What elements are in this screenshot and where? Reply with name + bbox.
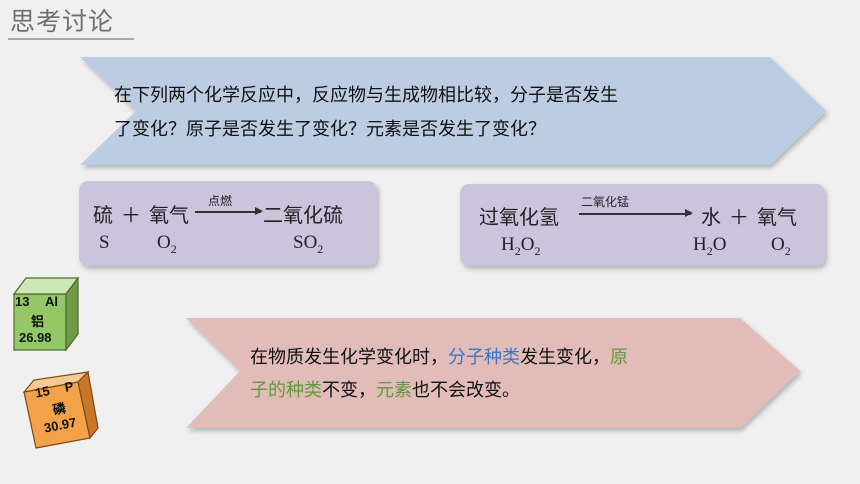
p-atomic-number: 15 bbox=[33, 383, 51, 401]
reaction2-plus: ＋ bbox=[729, 205, 749, 229]
answer-text: 在物质发生化学变化时，分子种类发生变化，原 子的种类不变，元素也不会改变。 bbox=[250, 341, 750, 407]
answer-banner bbox=[186, 318, 800, 428]
highlight-element: 元素 bbox=[376, 380, 412, 401]
reaction1-arrow bbox=[195, 208, 263, 214]
reaction2-arrow bbox=[579, 210, 693, 216]
reaction1-formula-s: S bbox=[99, 232, 110, 253]
reaction2-product1: 水 bbox=[701, 205, 721, 229]
reaction2-formula-o2: O2 bbox=[771, 234, 791, 258]
p-atomic-mass: 30.97 bbox=[42, 414, 78, 436]
element-card-al-text: 13 Al 铝 26.98 bbox=[14, 294, 66, 350]
reaction1-reactant2: 氧气 bbox=[149, 203, 189, 227]
reaction2-condition: 二氧化锰 bbox=[581, 195, 630, 209]
answer-line-1: 在物质发生化学变化时，分子种类发生变化，原 bbox=[250, 347, 628, 368]
reaction1-formula-so2: SO2 bbox=[293, 232, 324, 256]
al-name: 铝 bbox=[31, 314, 45, 329]
element-card-p-text: 15 P 磷 30.97 bbox=[28, 376, 94, 442]
al-atomic-number: 13 bbox=[15, 294, 30, 309]
p-symbol: P bbox=[63, 378, 75, 395]
al-symbol: Al bbox=[45, 294, 58, 309]
reaction1-reactant1: 硫 bbox=[93, 203, 113, 227]
question-line-2: 了变化？原子是否发生了变化？元素是否发生了变化？ bbox=[114, 119, 546, 140]
highlight-atom-type-part1: 原 bbox=[610, 347, 628, 368]
reaction2-product2: 氧气 bbox=[757, 205, 797, 229]
element-card-al bbox=[12, 276, 80, 352]
element-card-p bbox=[22, 370, 99, 449]
question-text: 在下列两个化学反应中，反应物与生成物相比较，分子是否发生 了变化？原子是否发生了… bbox=[114, 79, 774, 147]
reaction1-plus: ＋ bbox=[121, 203, 141, 227]
reaction2-formula-h2o: H2O bbox=[693, 234, 727, 258]
question-line-1: 在下列两个化学反应中，反应物与生成物相比较，分子是否发生 bbox=[114, 85, 618, 106]
reaction1-condition: 点燃 bbox=[208, 194, 233, 208]
answer-line-2: 子的种类不变，元素也不会改变。 bbox=[250, 380, 520, 401]
reaction2-equation: 过氧化氢 二氧化锰 水 ＋ 氧气 H2O2 H2O O2 bbox=[479, 195, 819, 263]
reaction1-formula-o2: O2 bbox=[157, 232, 177, 256]
page-title: 思考讨论 bbox=[10, 7, 115, 36]
highlight-atom-type-part2: 子的种类 bbox=[250, 380, 322, 401]
al-atomic-mass: 26.98 bbox=[19, 330, 52, 345]
reaction2-formula-h2o2: H2O2 bbox=[501, 234, 541, 258]
reaction1-box bbox=[79, 181, 377, 266]
question-banner bbox=[80, 57, 826, 165]
title-underline bbox=[8, 38, 134, 40]
reaction2-reactant: 过氧化氢 bbox=[479, 205, 559, 229]
reaction1-product: 二氧化硫 bbox=[263, 203, 343, 227]
reaction2-box bbox=[460, 184, 825, 266]
highlight-molecule-type: 分子种类 bbox=[448, 347, 520, 368]
reaction1-equation: 硫 ＋ 氧气 点燃 二氧化硫 S O2 SO2 bbox=[93, 194, 373, 261]
